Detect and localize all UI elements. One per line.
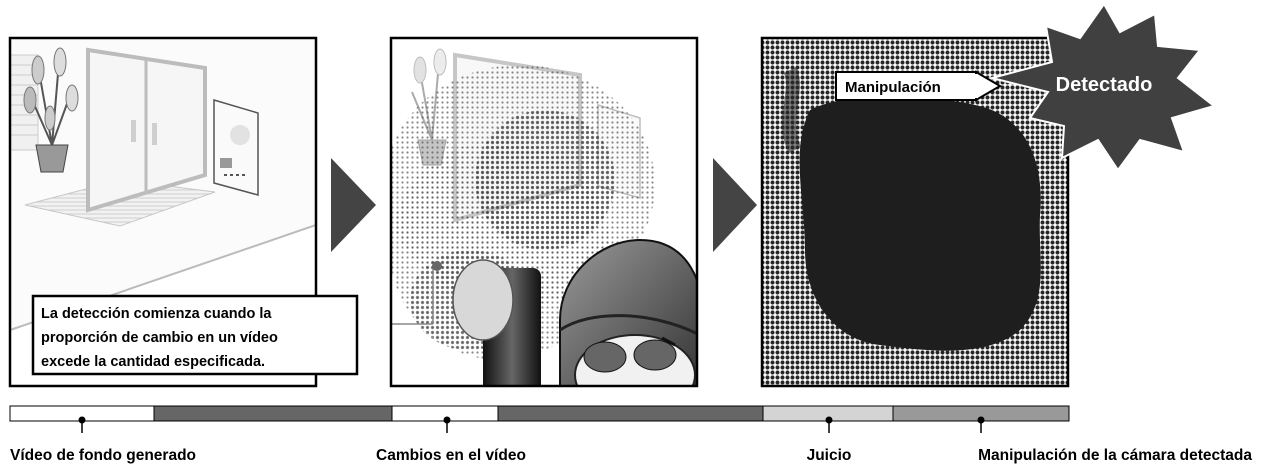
callout-line-1: La detección comienza cuando la	[41, 306, 272, 322]
plant-icon	[23, 47, 79, 173]
detected-label: Detectado	[1056, 74, 1153, 96]
poster-icon	[213, 98, 259, 196]
tamper-label-box: Manipulación	[835, 70, 1002, 102]
panel-change-scene	[389, 36, 699, 388]
callout-line-2: proporción de cambio en un vídeo	[41, 330, 278, 346]
timeline-segment-2	[153, 405, 393, 422]
timeline-label-detected: Manipulación de la cámara detectada	[978, 447, 1252, 464]
door-icon	[86, 47, 207, 213]
arrow-right-icon	[331, 158, 376, 252]
callout-line-3: excede la cantidad especificada.	[41, 354, 265, 370]
tamper-label: Manipulación	[845, 79, 941, 96]
person-icon	[452, 238, 697, 386]
tamper-area	[799, 96, 1041, 351]
starburst-icon: Detectado	[988, 2, 1217, 172]
timeline-label-background: Vídeo de fondo generado	[10, 447, 196, 464]
timeline-bar: Vídeo de fondo generado Cambios en el ví…	[9, 405, 1252, 464]
timeline-label-changes: Cambios en el vídeo	[376, 447, 526, 464]
arrow-right-icon	[713, 158, 757, 252]
timeline-segment-4	[497, 405, 764, 422]
timeline-label-judgment: Juicio	[807, 447, 852, 464]
callout-box: La detección comienza cuando la proporci…	[31, 294, 359, 376]
timeline-marker	[78, 416, 985, 433]
